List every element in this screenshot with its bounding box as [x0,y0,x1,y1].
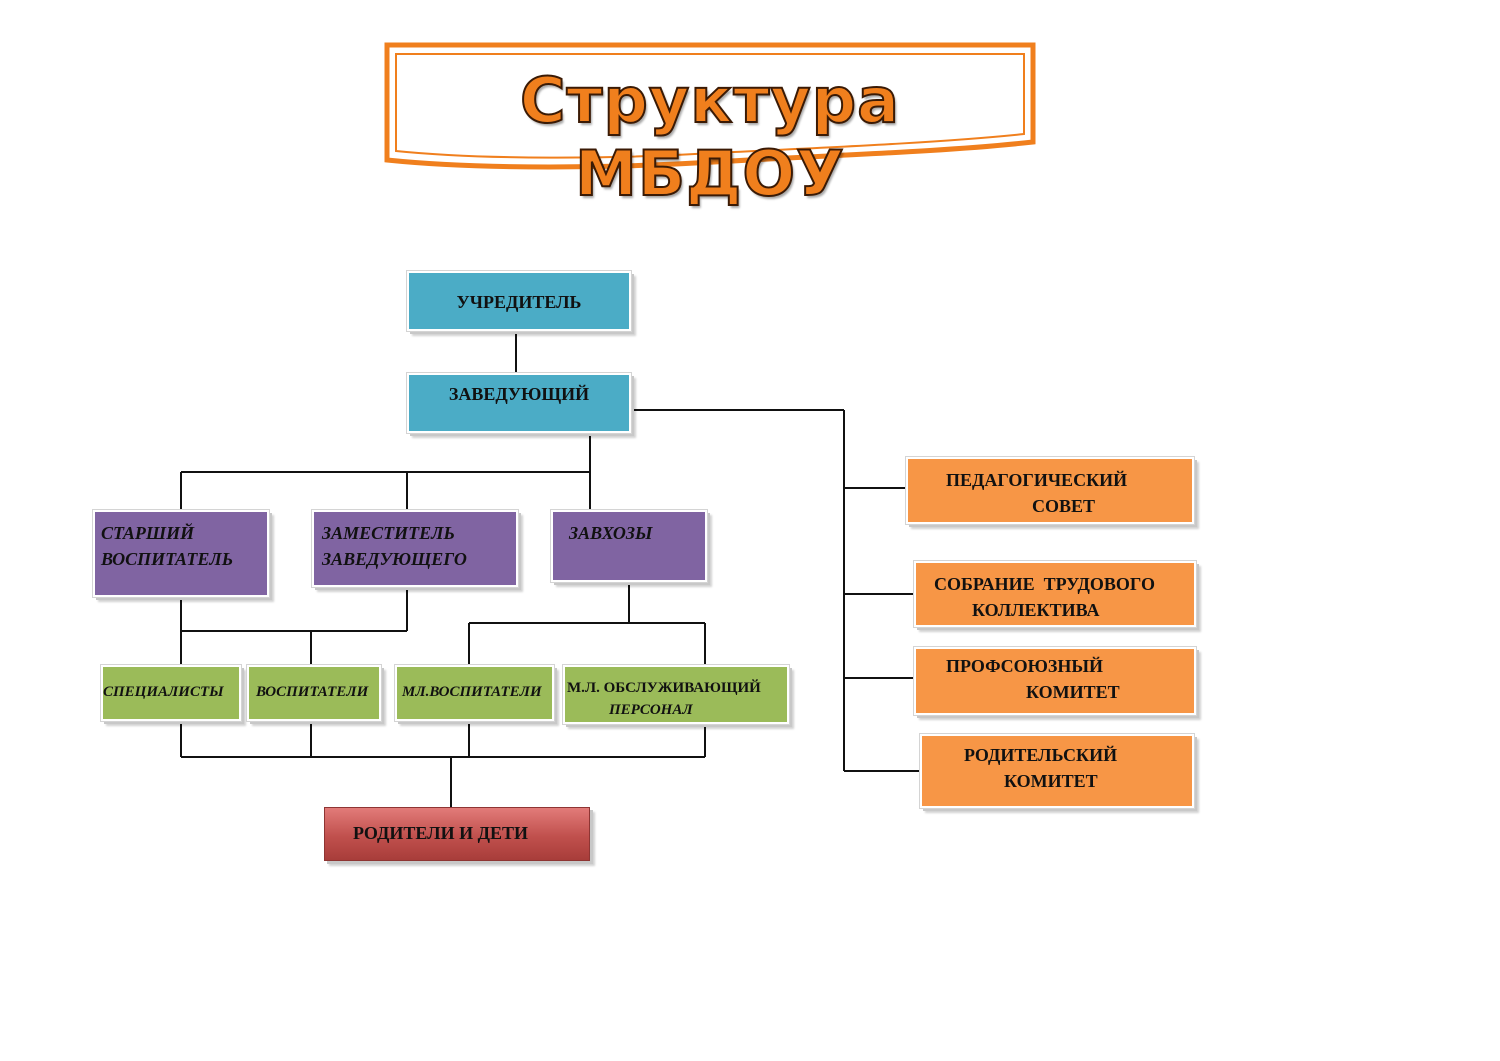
trade-union-box: ПРОФСОЮЗНЫЙ КОМИТЕТ [913,646,1197,716]
deputy-head-line2: ЗАВЕДУЮЩЕГО [322,549,467,569]
junior-educators-label: МЛ.ВОСПИТАТЕЛИ [402,684,542,700]
service-staff-line2: ПЕРСОНАЛ [609,702,693,718]
head-box: ЗАВЕДУЮЩИЙ [406,372,632,434]
parent-committee-box: РОДИТЕЛЬСКИЙ КОМИТЕТ [919,733,1195,809]
founder-label: УЧРЕДИТЕЛЬ [456,292,582,312]
deputy-head-line1: ЗАМЕСТИТЕЛЬ [322,523,455,543]
parent-committee-line2: КОМИТЕТ [1004,771,1098,791]
senior-educator-box: СТАРШИЙ ВОСПИТАТЕЛЬ [92,509,270,598]
labor-collective-line1: СОБРАНИЕ ТРУДОВОГО [934,574,1155,594]
senior-educator-line2: ВОСПИТАТЕЛЬ [101,549,234,569]
pedagogical-council-line1: ПЕДАГОГИЧЕСКИЙ [946,470,1128,490]
supply-managers-box: ЗАВХОЗЫ [550,509,708,583]
founder-box: УЧРЕДИТЕЛЬ [406,270,632,332]
labor-collective-line2: КОЛЛЕКТИВА [972,600,1100,620]
specialists-box: СПЕЦИАЛИСТЫ [100,664,242,722]
labor-collective-box: СОБРАНИЕ ТРУДОВОГО КОЛЛЕКТИВА [913,560,1197,628]
trade-union-line2: КОМИТЕТ [1026,682,1120,702]
supply-managers-label: ЗАВХОЗЫ [569,523,653,543]
page-title: Структура МБДОУ [519,63,900,211]
specialists-label: СПЕЦИАЛИСТЫ [103,684,224,700]
parents-children-label: РОДИТЕЛИ И ДЕТИ [353,823,528,843]
junior-educators-box: МЛ.ВОСПИТАТЕЛИ [394,664,555,722]
title-banner: Структура МБДОУ [384,42,1036,211]
deputy-head-box: ЗАМЕСТИТЕЛЬ ЗАВЕДУЮЩЕГО [311,509,519,588]
senior-educator-line1: СТАРШИЙ [101,523,195,543]
pedagogical-council-line2: СОВЕТ [1032,496,1096,516]
banner-frame [384,42,1036,170]
trade-union-line1: ПРОФСОЮЗНЫЙ [946,656,1104,676]
service-staff-line1: М.Л. ОБСЛУЖИВАЮЩИЙ [567,680,761,696]
pedagogical-council-box: ПЕДАГОГИЧЕСКИЙ СОВЕТ [905,456,1195,525]
parents-children-box: РОДИТЕЛИ И ДЕТИ [324,807,590,861]
educators-box: ВОСПИТАТЕЛИ [246,664,382,722]
head-label: ЗАВЕДУЮЩИЙ [448,384,590,404]
service-staff-box: М.Л. ОБСЛУЖИВАЮЩИЙ ПЕРСОНАЛ [562,664,790,725]
educators-label: ВОСПИТАТЕЛИ [256,684,369,700]
parent-committee-line1: РОДИТЕЛЬСКИЙ [964,745,1118,765]
